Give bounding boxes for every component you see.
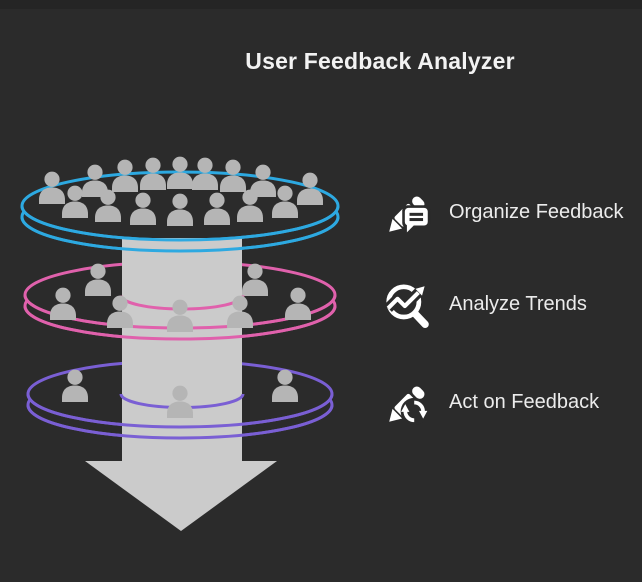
pencil-speech-bubble-icon (389, 196, 431, 233)
top-strip (0, 0, 642, 9)
step-label: Organize Feedback (449, 200, 624, 223)
step-act-on-feedback: Act on Feedback (384, 377, 599, 427)
top-disk (20, 156, 340, 253)
page-title: User Feedback Analyzer (245, 48, 515, 74)
step-label: Act on Feedback (449, 390, 600, 413)
down-arrow-shape (85, 461, 277, 531)
step-analyze-trends: Analyze Trends (384, 279, 587, 329)
pencil-refresh-icon (389, 386, 428, 425)
step-organize-feedback: Organize Feedback (384, 187, 624, 237)
step-label: Analyze Trends (449, 292, 587, 315)
magnifier-trend-icon (384, 284, 429, 328)
